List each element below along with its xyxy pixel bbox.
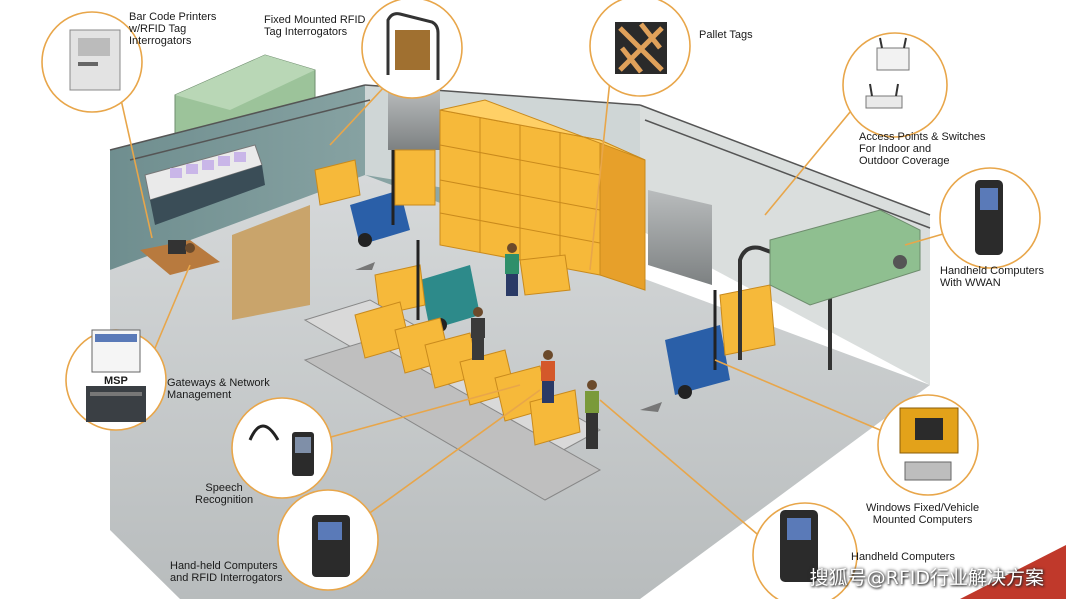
server-icon	[86, 329, 146, 422]
label-speech: Speech Recognition	[195, 482, 254, 506]
shelving-unit	[144, 144, 265, 225]
conveyor-table	[303, 299, 602, 501]
forklift-teal	[374, 240, 480, 332]
forklift-blue-right	[665, 284, 776, 399]
label-handheld-wwan: Handheld Computers With WWAN	[940, 265, 1044, 289]
dock-door-2	[648, 190, 712, 285]
access-point-icon	[865, 37, 910, 109]
workers	[471, 243, 599, 449]
headset-icon	[248, 424, 314, 476]
handheld-computer-icon	[975, 180, 1003, 255]
label-fixed-rfid: Fixed Mounted RFID Tag Interrogators	[264, 14, 366, 38]
watermark: 搜狐号@RFID行业解决方案	[809, 567, 1044, 589]
box-stack-small	[314, 159, 361, 206]
pallet-stack	[439, 99, 646, 291]
forklift-blue-top	[350, 149, 436, 247]
rfid-scanner-icon	[312, 515, 350, 577]
rfid-portal-icon	[386, 12, 440, 80]
callout-access-points	[842, 32, 948, 138]
box-stack-floor	[519, 254, 571, 296]
callout-lines	[119, 69, 951, 546]
partition-wall	[232, 205, 310, 320]
operator-desk	[140, 240, 220, 275]
label-handheld-rfid: Hand-held Computers and RFID Interrogato…	[170, 560, 283, 584]
pallet-tag-icon	[615, 22, 667, 74]
label-handheld-bottom: Handheld Computers	[851, 551, 955, 563]
label-access-points: Access Points & Switches For Indoor and …	[859, 131, 986, 167]
floor-arrows	[355, 262, 662, 412]
label-pallet-tags: Pallet Tags	[699, 29, 753, 41]
label-barcode-printers: Bar Code Printers w/RFID Tag Interrogato…	[129, 11, 217, 47]
handheld-computer-icon	[780, 510, 818, 582]
label-gateways: Gateways & Network Management	[167, 377, 270, 401]
vehicle-computer-icon	[899, 407, 959, 481]
truck-right	[769, 209, 921, 306]
corner-accent	[960, 545, 1066, 599]
label-msp: MSP	[104, 375, 128, 387]
label-windows-vehicle: Windows Fixed/Vehicle Mounted Computers	[866, 502, 980, 526]
barcode-printer-icon	[69, 29, 121, 91]
